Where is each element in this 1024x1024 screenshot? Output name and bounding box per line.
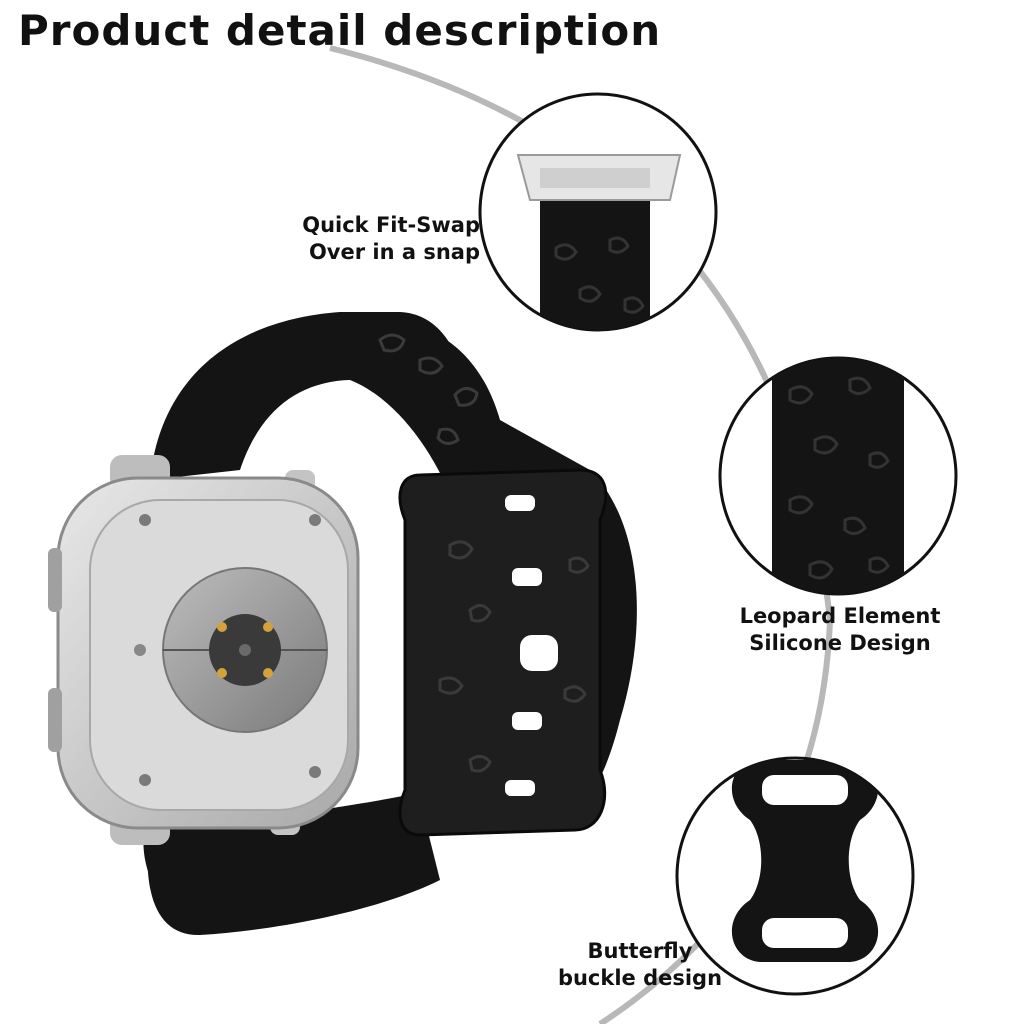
feature-callout-quick-fit: Quick Fit-Swap Over in a snap [300,212,480,266]
side-button-bottom [48,688,62,752]
buckle-holes [505,495,558,796]
feature-line: Leopard Element [739,604,941,628]
quick-fit-connector-icon [478,92,718,332]
buckle [398,468,608,837]
watch-band-illustration [48,312,637,936]
side-button-top [48,548,62,612]
feature-callout-leopard: Leopard Element Silicone Design [720,603,960,657]
feature-line: Silicone Design [749,631,931,655]
butterfly-buckle-icon [675,756,915,996]
feature-line: buckle design [557,966,723,990]
strap-lower [147,800,440,936]
page-title: Product detail description [18,6,662,55]
feature-line: Over in a snap [308,240,480,264]
leopard-spots [378,333,590,773]
feature-line: Quick Fit-Swap [302,213,480,237]
feature-callout-buckle: Butterfly buckle design [545,938,735,992]
feature-line: Butterfly [587,939,693,963]
leopard-pattern-strap-icon [718,356,958,596]
